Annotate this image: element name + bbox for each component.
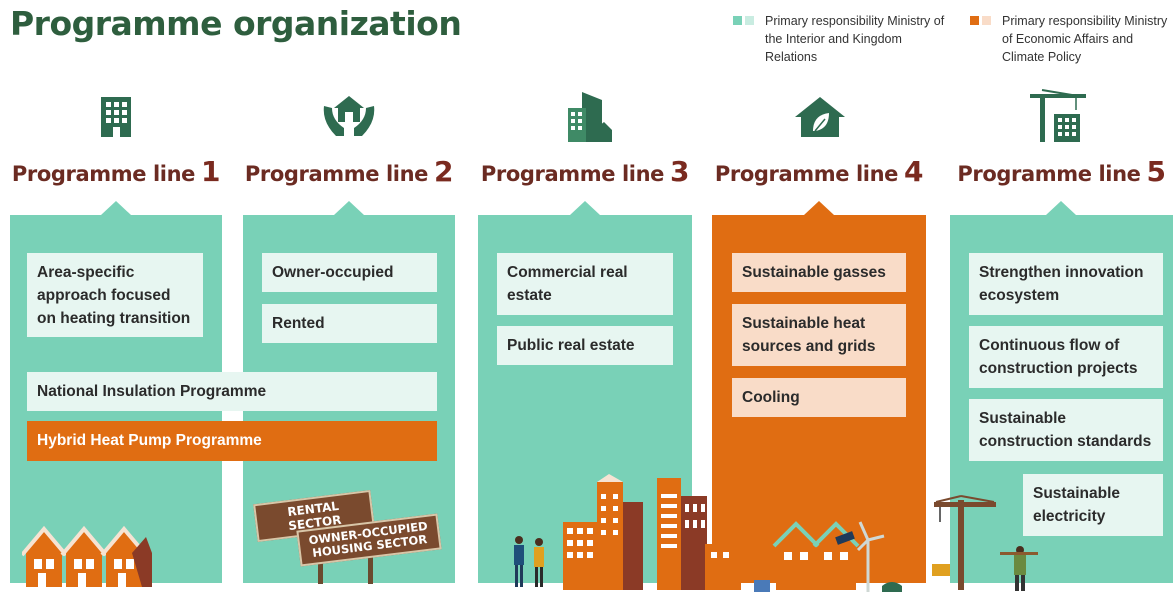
programme-number: 1 [200, 155, 221, 188]
legend-swatch-green-dark [733, 16, 742, 25]
legend-economic-text: Primary responsibility Ministry of Econo… [1002, 14, 1168, 64]
programme-number: 2 [433, 155, 454, 188]
green-house-leaf-icon [793, 95, 847, 139]
item-strengthen-innovation-ecosystem: Strengthen innovation ecosystem [969, 253, 1163, 315]
person-figure [514, 536, 544, 587]
legend-interior: Primary responsibility Ministry of the I… [733, 12, 953, 68]
item-sustainable-gasses: Sustainable gasses [732, 253, 906, 292]
programme-number: 5 [1146, 155, 1166, 188]
office-buildings-icon [564, 88, 612, 144]
legend-interior-text: Primary responsibility Ministry of the I… [765, 14, 945, 64]
programme-label: Programme line [480, 162, 664, 186]
column-pointer-5 [1046, 201, 1076, 215]
legend-swatch-orange-dark [970, 16, 979, 25]
apartment-building-icon [97, 95, 135, 139]
row-houses-illustration [20, 525, 154, 594]
item-national-insulation-programme: National Insulation Programme [27, 372, 437, 411]
column-pointer-3 [570, 201, 600, 215]
item-cooling: Cooling [732, 378, 906, 417]
item-area-specific-approach: Area-specific approach focused on heatin… [27, 253, 203, 337]
city-buildings-illustration [505, 474, 745, 597]
sustainable-houses-illustration [752, 520, 912, 600]
item-commercial-real-estate: Commercial real estate [497, 253, 673, 315]
item-rented: Rented [262, 304, 437, 343]
programme-number: 4 [903, 155, 924, 188]
item-hybrid-heat-pump-programme: Hybrid Heat Pump Programme [27, 421, 437, 461]
programme-label: Programme line [714, 162, 898, 186]
page-title: Programme organization [10, 4, 462, 43]
crane-illustration [930, 494, 1040, 599]
programme-label: Programme line [11, 162, 195, 186]
column-pointer-4 [804, 201, 834, 215]
column-pointer-1 [101, 201, 131, 215]
programme-label: Programme line [244, 162, 428, 186]
legend-economic: Primary responsibility Ministry of Econo… [970, 12, 1170, 68]
house-in-hands-icon [320, 92, 378, 140]
item-sustainable-heat-sources: Sustainable heat sources and grids [732, 304, 906, 366]
programme-label: Programme line [957, 162, 1141, 186]
item-continuous-flow-construction: Continuous flow of construction projects [969, 326, 1163, 388]
item-sustainable-construction-standards: Sustainable construction standards [969, 399, 1163, 461]
legend-swatch-orange-light [982, 16, 991, 25]
item-owner-occupied: Owner-occupied [262, 253, 437, 292]
legend-swatch-green-light [745, 16, 754, 25]
sign-post [368, 540, 373, 584]
item-public-real-estate: Public real estate [497, 326, 673, 365]
programme-number: 3 [669, 155, 690, 188]
item-sustainable-electricity: Sustainable electricity [1023, 474, 1163, 536]
construction-crane-icon [1028, 88, 1088, 144]
column-pointer-2 [334, 201, 364, 215]
